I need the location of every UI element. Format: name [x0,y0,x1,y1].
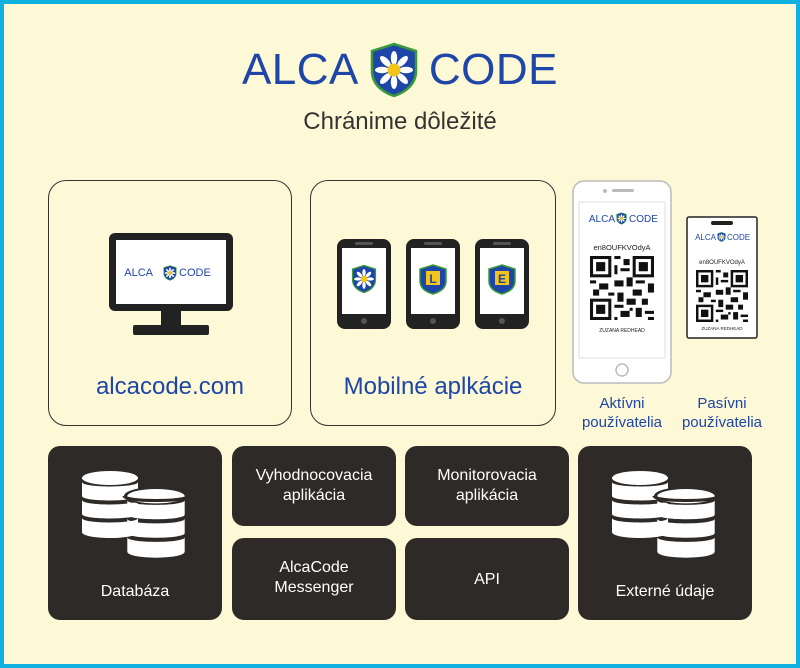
web-card: ALCA CODE alcacode.com [48,180,292,426]
messenger-box: AlcaCode Messenger [232,538,396,620]
passive-users-caption: Pasívni používatelia [681,395,763,431]
app-letter-l: L [429,272,436,286]
database-icon [82,471,190,558]
badge-code: en8OUFKVOdyA [699,260,745,266]
phone-name: ZUZANA REDHEAD [599,328,645,334]
messenger-line2: Messenger [274,579,354,596]
monitoring-app-line2: aplikácia [455,487,519,504]
badge-logo-right: CODE [727,233,750,242]
phone-alcacode-icon [337,239,391,329]
external-data-box: Externé údaje [578,446,752,620]
passive-user-badge: ALCA CODE en8OUFKVOdyA ZUZANA REDHEAD [686,216,758,339]
api-box: API [405,538,569,620]
phone-e-app-icon: E [475,239,529,329]
tagline: Chránime dôležité [303,108,497,135]
evaluation-app-box: Vyhodnocovacia aplikácia [232,446,396,526]
screen-logo-left: ALCA [124,267,153,279]
screen-logo-right: CODE [179,267,211,279]
database-label: Databáza [100,583,170,600]
phone-code: en8OUFKVOdyA [593,243,650,252]
monitor-icon: ALCA CODE [109,233,233,335]
brand-text-left: ALCA [241,45,359,94]
brand-logo: ALCA CODE [4,42,796,98]
brand-text-right: CODE [428,45,559,94]
phone-logo-left: ALCA [589,214,615,225]
monitoring-app-box: Monitorovacia aplikácia [405,446,569,526]
web-card-label: alcacode.com [95,373,245,400]
shield-flower-icon [369,42,419,98]
app-letter-e: E [498,272,506,286]
active-user-phone: ALCA CODE en8OUFKVOdyA ZUZANA REDHEAD [572,180,672,384]
messenger-line1: AlcaCode [279,559,349,576]
evaluation-app-line2: aplikácia [282,487,346,504]
badge-name: ZUZANA REDHEAD [701,326,743,331]
badge-logo-left: ALCA [695,233,717,242]
evaluation-app-line1: Vyhodnocovacia [255,467,373,484]
phone-l-app-icon: L [406,239,460,329]
active-users-caption: Aktívni používatelia [581,395,663,431]
external-database-icon [612,471,720,558]
api-label: API [474,571,500,588]
phone-icons: L E [337,239,529,329]
mobile-card: L E Mobilné aplkácie [310,180,556,426]
database-box: Databáza [48,446,222,620]
phone-logo-right: CODE [629,214,658,225]
mobile-card-label: Mobilné aplkácie [343,373,523,400]
monitoring-app-line1: Monitorovacia [437,467,537,484]
external-data-label: Externé údaje [615,583,715,600]
